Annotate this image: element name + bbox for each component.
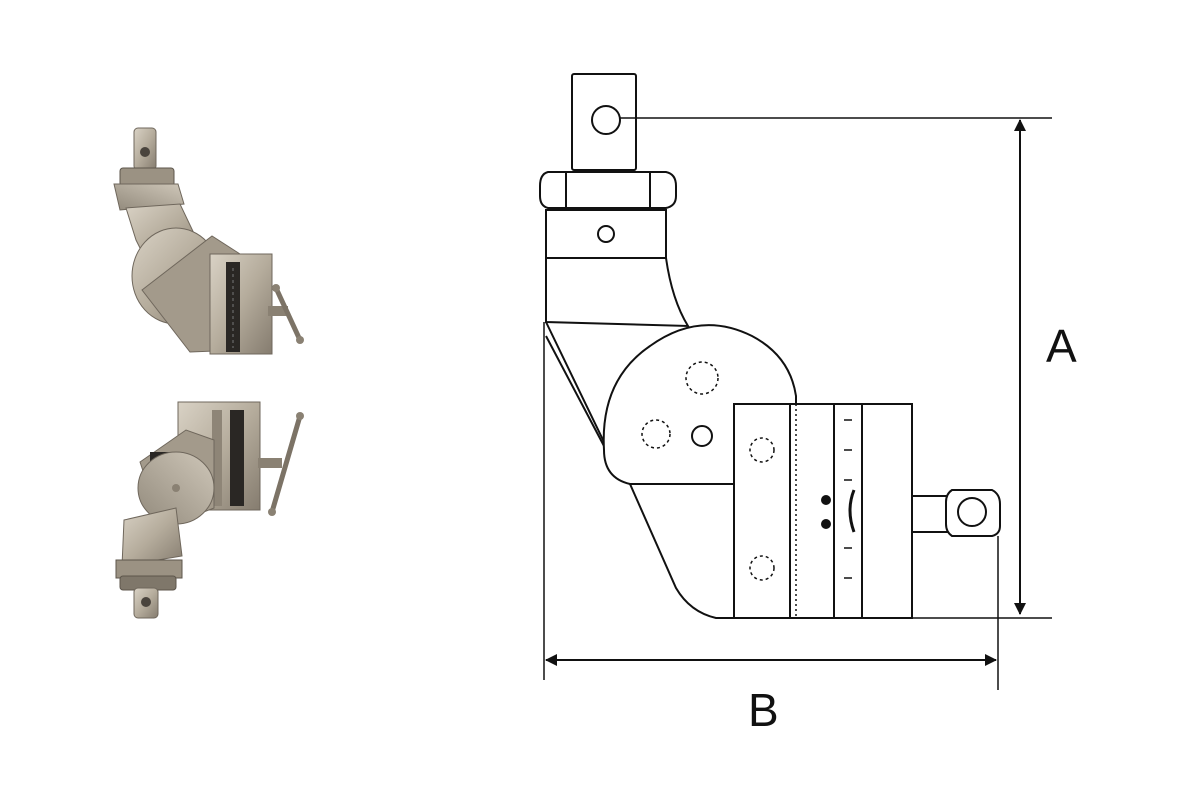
locknut (539, 171, 677, 209)
dimension-a (620, 117, 1052, 619)
collar-hole (597, 225, 615, 243)
jaw-housing (733, 403, 913, 619)
collar (545, 209, 667, 259)
hub-pivot-hole (691, 425, 713, 447)
top-clevis-tab (571, 73, 637, 171)
upper-body (545, 257, 690, 328)
round-hub (602, 324, 797, 485)
dimension-b-label: B (748, 684, 779, 736)
side-screw (911, 495, 951, 533)
grip-render-inverted (115, 401, 304, 619)
top-pin-hole (591, 105, 621, 135)
technical-drawing (539, 73, 1001, 619)
grip-render-upright (113, 127, 304, 355)
dimension-a-label: A (1046, 320, 1077, 372)
dimension-b (543, 322, 999, 690)
screw-knob (945, 489, 1001, 537)
